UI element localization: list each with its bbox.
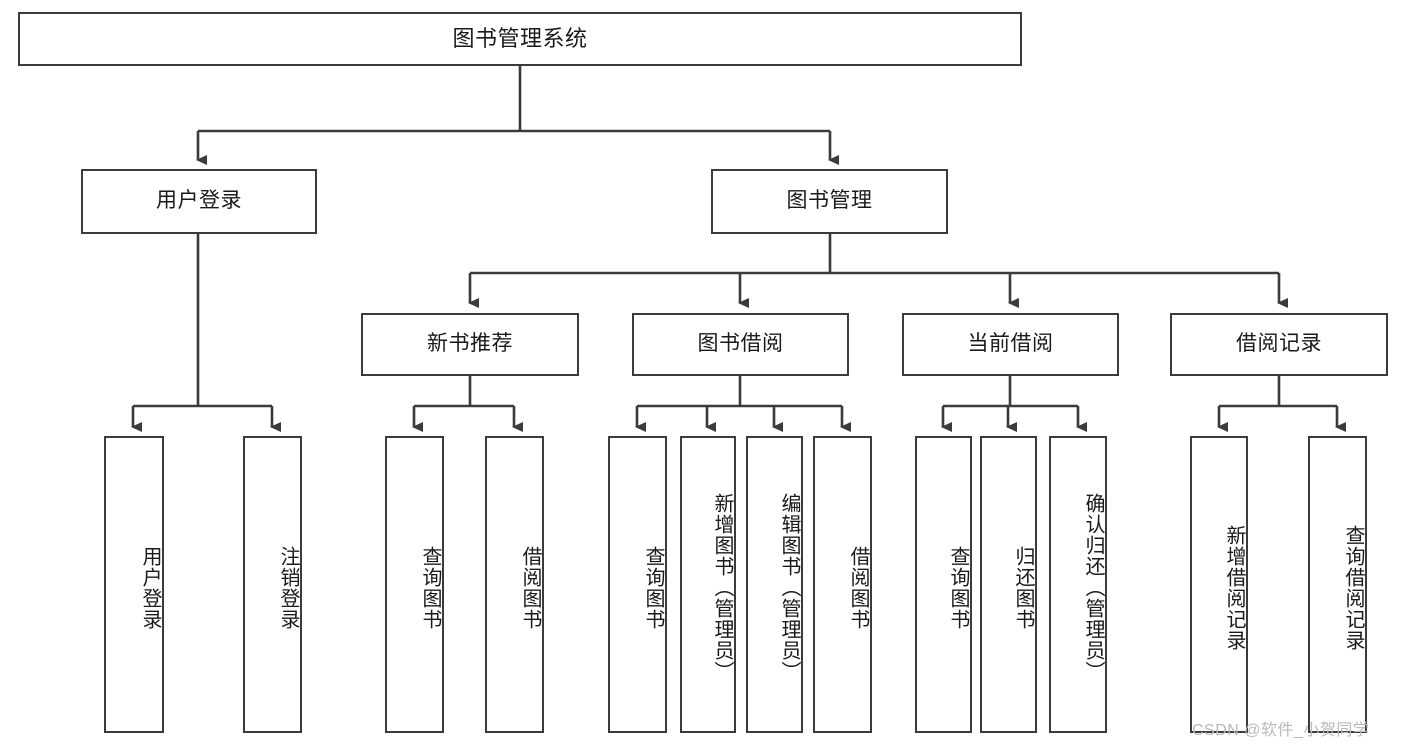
node-label: 借阅记录 xyxy=(1236,332,1322,356)
node-label: 查询借阅记录 xyxy=(1342,524,1364,651)
leaf-add-borrow-record[interactable]: 新增借阅记录 xyxy=(1190,436,1248,733)
node-label: 图书管理系统 xyxy=(452,26,588,52)
leaf-confirm-return-admin[interactable]: 确认归还（管理员） xyxy=(1049,436,1107,733)
watermark-text: CSDN @软件_小贺同学 xyxy=(1192,722,1370,739)
node-label: 查询图书 xyxy=(947,545,969,630)
node-label: 借阅图书 xyxy=(519,545,541,630)
node-label: 借阅图书 xyxy=(847,545,869,630)
node-label: 用户登录 xyxy=(156,189,242,213)
node-label: 注销登录 xyxy=(277,545,299,630)
leaf-user-login[interactable]: 用户登录 xyxy=(104,436,164,733)
node-label: 用户登录 xyxy=(139,545,161,630)
leaf-query-book-current[interactable]: 查询图书 xyxy=(915,436,972,733)
node-label: 新书推荐 xyxy=(427,332,513,356)
leaf-add-book-admin[interactable]: 新增图书（管理员） xyxy=(680,436,736,733)
leaf-edit-book-admin[interactable]: 编辑图书（管理员） xyxy=(746,436,803,733)
leaf-logout-login[interactable]: 注销登录 xyxy=(243,436,302,733)
leaf-borrow-book[interactable]: 借阅图书 xyxy=(813,436,872,733)
leaf-borrow-book-new[interactable]: 借阅图书 xyxy=(485,436,544,733)
leaf-query-borrow-record[interactable]: 查询借阅记录 xyxy=(1308,436,1367,733)
node-label: 确认归还（管理员） xyxy=(1082,493,1104,682)
node-user-login[interactable]: 用户登录 xyxy=(81,169,317,234)
node-new-book-recommendation[interactable]: 新书推荐 xyxy=(361,313,579,376)
node-label: 新增图书（管理员） xyxy=(711,493,733,682)
leaf-query-book-borrow[interactable]: 查询图书 xyxy=(608,436,667,733)
node-label: 当前借阅 xyxy=(967,332,1054,356)
node-label: 图书借阅 xyxy=(697,332,784,356)
node-label: 图书管理 xyxy=(786,189,873,213)
node-label: 查询图书 xyxy=(419,545,441,630)
node-label: 编辑图书（管理员） xyxy=(778,493,800,682)
node-current-borrowing[interactable]: 当前借阅 xyxy=(902,313,1119,376)
node-root-book-management-system[interactable]: 图书管理系统 xyxy=(18,12,1022,66)
leaf-query-book-new[interactable]: 查询图书 xyxy=(385,436,444,733)
node-book-management[interactable]: 图书管理 xyxy=(711,169,948,234)
leaf-return-book[interactable]: 归还图书 xyxy=(980,436,1037,733)
node-label: 查询图书 xyxy=(642,545,664,630)
node-borrowing-record[interactable]: 借阅记录 xyxy=(1170,313,1388,376)
node-label: 归还图书 xyxy=(1012,545,1034,630)
node-label: 新增借阅记录 xyxy=(1223,524,1245,651)
node-book-borrowing[interactable]: 图书借阅 xyxy=(632,313,849,376)
